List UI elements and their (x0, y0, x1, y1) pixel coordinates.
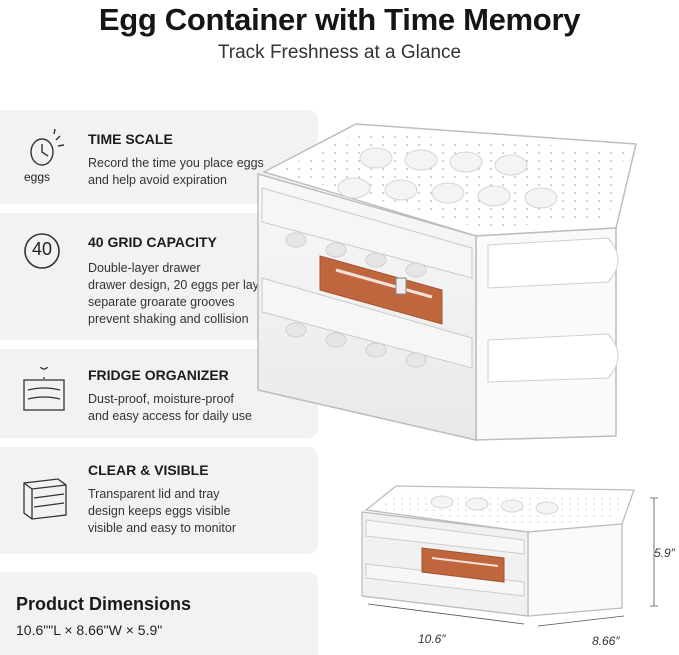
length-label: 10.6″ (418, 632, 446, 646)
page-title: Egg Container with Time Memory (98, 2, 581, 37)
feature-card-time-scale: eggs TIME SCALE Record the time you plac… (0, 110, 318, 204)
time-scale-icon-label: eggs (24, 170, 51, 184)
dimensions-text: 10.6""L × 8.66"W × 5.9" (16, 622, 163, 638)
egg-container-dimension-image (352, 478, 670, 651)
feature-title: FRIDGE ORGANIZER (88, 367, 229, 383)
clock-egg-icon: eggs (18, 128, 72, 184)
height-label: 5.9″ (654, 546, 675, 560)
feature-desc: Transparent lid and tray design keeps eg… (88, 487, 236, 535)
feature-title: 40 GRID CAPACITY (88, 234, 217, 250)
feature-title: TIME SCALE (88, 131, 173, 147)
dimensions-title: Product Dimensions (16, 594, 192, 614)
width-label: 8.66″ (592, 634, 620, 648)
feature-card-fridge-organizer: FRIDGE ORGANIZER Dust-proof, moisture-pr… (0, 349, 318, 438)
fridge-shelf-icon (18, 360, 72, 421)
egg-container-main-image (236, 110, 676, 455)
page-subtitle: Track Freshness at a Glance (217, 42, 462, 63)
drawer-box-icon (18, 471, 72, 525)
feature-title: CLEAR & VISIBLE (88, 462, 209, 478)
feature-desc: Dust-proof, moisture-proof and easy acce… (88, 392, 252, 423)
feature-card-clear-visible: CLEAR & VISIBLE Transparent lid and tray… (0, 447, 318, 554)
number-40-icon: 40 (18, 231, 72, 285)
feature-desc: Double-layer drawer drawer design, 20 eg… (88, 261, 273, 326)
dimensions-card (0, 572, 318, 655)
feature-desc: Record the time you place eggs and help … (88, 156, 264, 187)
